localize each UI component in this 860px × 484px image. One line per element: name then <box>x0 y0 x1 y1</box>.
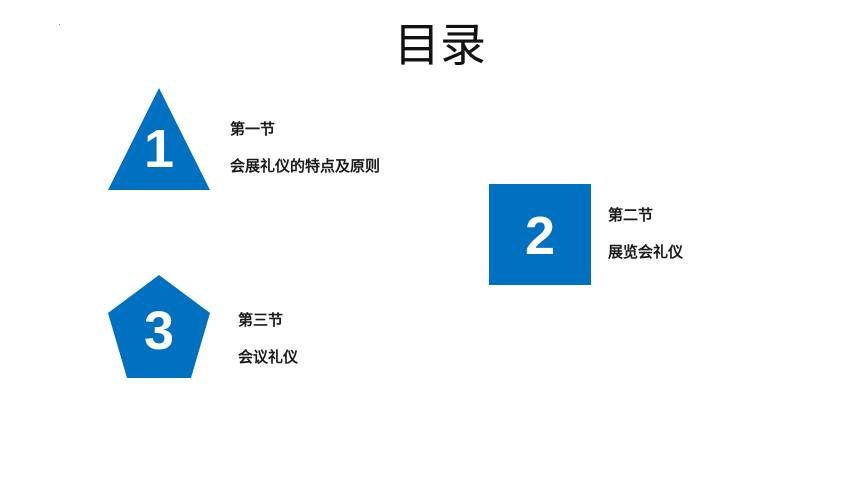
section-2-square-shape: 2 <box>489 184 591 285</box>
section-1-subtitle: 会展礼仪的特点及原则 <box>230 157 381 175</box>
page-title: 目录 <box>394 18 486 72</box>
section-3-heading: 第三节 <box>238 311 284 329</box>
decorative-dot <box>59 24 60 25</box>
section-2-subtitle: 展览会礼仪 <box>608 243 684 261</box>
section-1-triangle-shape: 1 <box>108 88 210 190</box>
section-2-heading: 第二节 <box>608 206 654 224</box>
section-1-heading: 第一节 <box>230 120 276 138</box>
section-1-number: 1 <box>144 119 174 179</box>
section-3-subtitle: 会议礼仪 <box>238 348 299 366</box>
section-2-number: 2 <box>525 206 555 266</box>
section-3-number: 3 <box>144 301 174 361</box>
section-3-pentagon-shape: 3 <box>108 275 210 378</box>
